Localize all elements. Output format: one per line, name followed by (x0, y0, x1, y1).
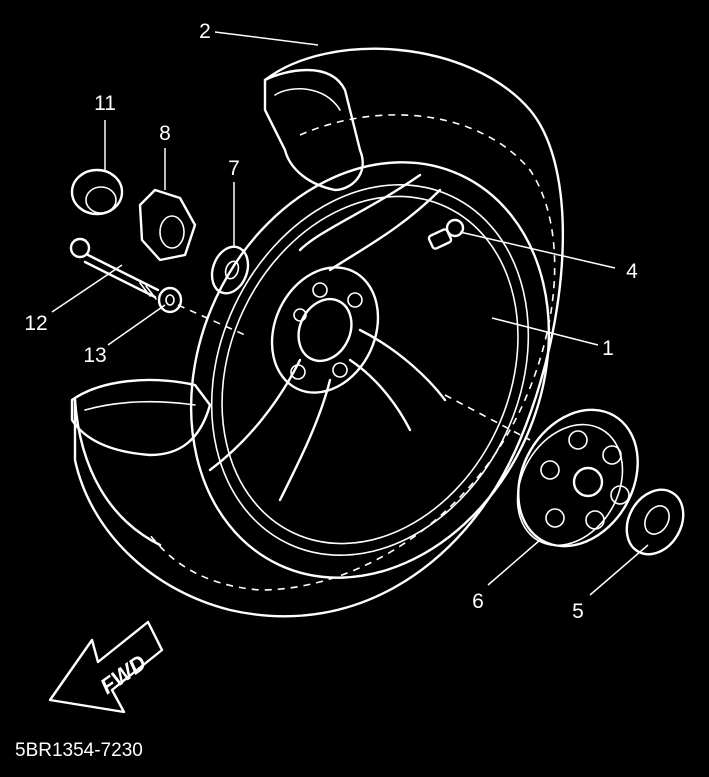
washer-5 (625, 488, 685, 556)
callout-5: 5 (572, 600, 584, 623)
tire (70, 47, 564, 618)
leader-1 (491, 317, 599, 346)
leader-12 (51, 264, 123, 313)
collar-7 (210, 245, 250, 295)
wheel-rim (189, 161, 551, 579)
leader-6 (487, 539, 541, 586)
hub-centerline (444, 394, 531, 441)
callout-8: 8 (159, 122, 171, 145)
drawing-code: 5BR1354-7230 (15, 740, 143, 761)
callout-7: 7 (228, 157, 240, 180)
leader-13 (107, 304, 166, 346)
callout-2: 2 (199, 20, 211, 43)
wheel-hub (270, 266, 380, 394)
callout-13: 13 (83, 344, 106, 367)
callout-12: 12 (24, 312, 47, 335)
damper-hub-assembly (516, 408, 639, 548)
axle-12 (69, 237, 160, 300)
leader-4 (459, 231, 616, 269)
callout-11: 11 (94, 92, 116, 115)
nut-8 (138, 188, 197, 262)
callout-1: 1 (602, 337, 614, 360)
valve-stem (427, 218, 465, 250)
callout-4: 4 (626, 260, 638, 283)
leader-2 (214, 31, 319, 46)
washer-13 (157, 286, 183, 314)
callout-6: 6 (472, 590, 484, 613)
leader-5 (589, 544, 649, 596)
collar-11 (70, 168, 124, 216)
forward-arrow-icon: FWD (48, 620, 164, 714)
